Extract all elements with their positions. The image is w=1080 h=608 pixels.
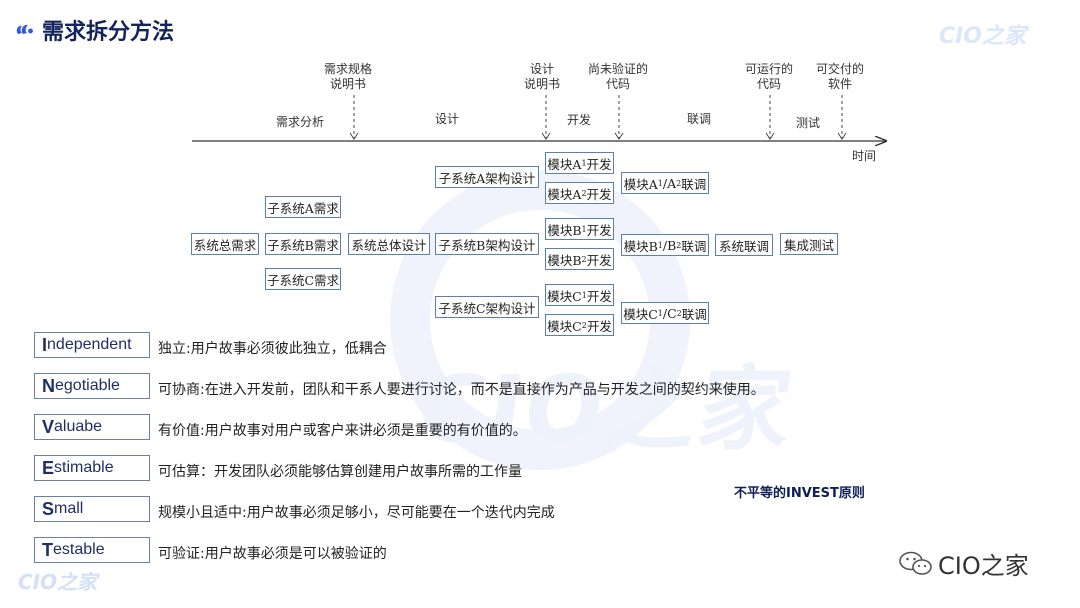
box-arch-design-b: 子系统B架构设计 [435, 233, 539, 255]
wechat-icon [899, 551, 932, 575]
box-integration-test: 集成测试 [780, 233, 838, 255]
invest-desc-estimable: 可估算：开发团队必须能够估算创建用户故事所需的工作量 [158, 464, 522, 480]
invest-desc-small: 规模小且适中:用户故事必须足够小，尽可能要在一个迭代内完成 [158, 505, 555, 521]
box-subsystem-a-req: 子系统A需求 [265, 196, 341, 218]
timeline-axis [192, 95, 1080, 200]
watermark-logo: CIO之家 [411, 356, 801, 463]
brand-watermark-bottom-left: CIO之家 [18, 570, 98, 594]
box-arch-design-a: 子系统A架构设计 [435, 166, 539, 188]
page-header: 需求拆分方法 [14, 14, 174, 46]
phase-design: 设计 [435, 112, 460, 126]
brand-watermark-top: CIO之家 [938, 24, 1026, 49]
milestone-unverified: 尚未验证的 代码 [588, 62, 649, 91]
box-total-requirement: 系统总需求 [191, 233, 259, 255]
box-system-integration: 系统联调 [715, 234, 773, 256]
phase-development: 开发 [567, 113, 592, 127]
phase-integration: 联调 [687, 112, 712, 126]
brand-wechat-signature: CIO之家 [898, 546, 1029, 581]
principle-note: 不平等的INVEST原则 [734, 486, 865, 501]
phase-requirements: 需求分析 [276, 115, 325, 129]
axis-label-time: 时间 [852, 149, 877, 163]
box-overall-design: 系统总体设计 [348, 233, 430, 255]
logo-icon [16, 24, 33, 34]
invest-desc-negotiable: 可协商:在进入开发前，团队和干系人要进行讨论，而不是直接作为产品与开发之间的契约… [158, 382, 765, 398]
milestone-spec: 需求规格 说明书 [324, 62, 373, 91]
milestone-runnable: 可运行的 代码 [745, 62, 794, 91]
page-title: 需求拆分方法 [42, 20, 175, 45]
box-subsystem-b-req: 子系统B需求 [265, 233, 341, 255]
box-subsystem-c-req: 子系统C需求 [265, 268, 341, 290]
box-arch-design-c: 子系统C架构设计 [435, 296, 539, 318]
phase-testing: 测试 [796, 116, 821, 130]
milestone-design-spec: 设计 说明书 [524, 62, 561, 91]
invest-desc-valuable: 有价值:用户故事对用户或客户来讲必须是重要的有价值的。 [158, 423, 527, 439]
brand-wechat-text: CIO之家 [938, 552, 1029, 580]
invest-desc-testable: 可验证:用户故事必须是可以被验证的 [158, 546, 387, 562]
invest-desc-independent: 独立:用户故事必须彼此独立，低耦合 [158, 341, 387, 357]
milestone-deliverable: 可交付的 软件 [816, 62, 865, 91]
